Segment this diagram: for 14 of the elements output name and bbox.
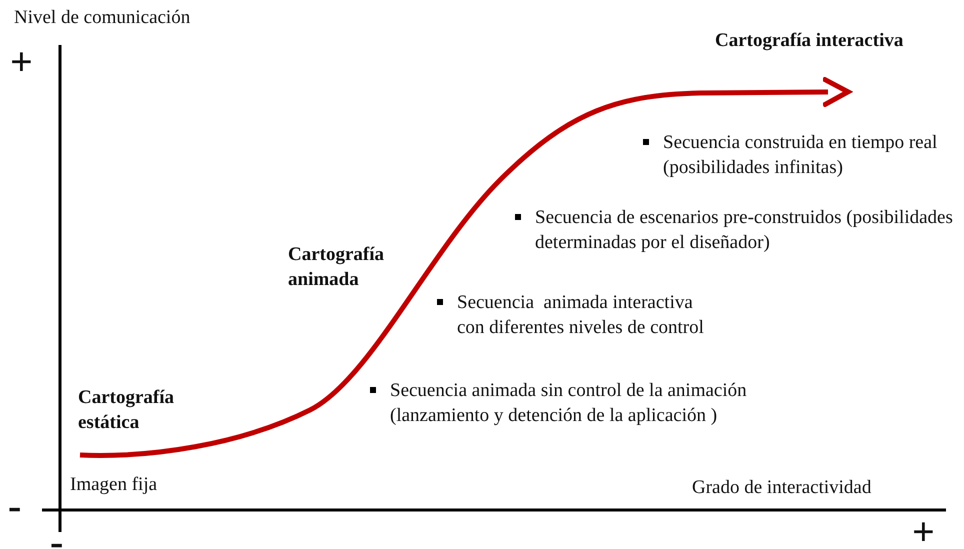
axis-title: Nivel de comunicación: [14, 6, 190, 30]
bullet-text: Secuencia animada interactiva con diferentes niveles de control: [457, 291, 705, 340]
bullet-text: Secuencia construida en tiempo real (posibilidades infinitas): [663, 131, 938, 180]
axis-end-label: Imagen fija: [70, 473, 158, 497]
plus-sign: +: [912, 512, 935, 549]
minus-sign: -: [8, 486, 22, 526]
stage-title: Cartografía interactiva: [715, 29, 904, 53]
minus-sign: -: [50, 522, 64, 549]
stage-title: Cartografía animada: [288, 243, 386, 292]
bullet-text: Secuencia animada sin control de la animación (lanzamiento y detención de la aplicación ): [390, 379, 748, 428]
axis-title: Grado de interactividad: [692, 476, 872, 500]
bullet-text: Secuencia de escenarios pre-construidos (posibilidades determinadas por el diseñador): [535, 206, 954, 255]
stage-title: Cartografía estática: [78, 386, 176, 435]
plus-sign: +: [10, 42, 33, 82]
